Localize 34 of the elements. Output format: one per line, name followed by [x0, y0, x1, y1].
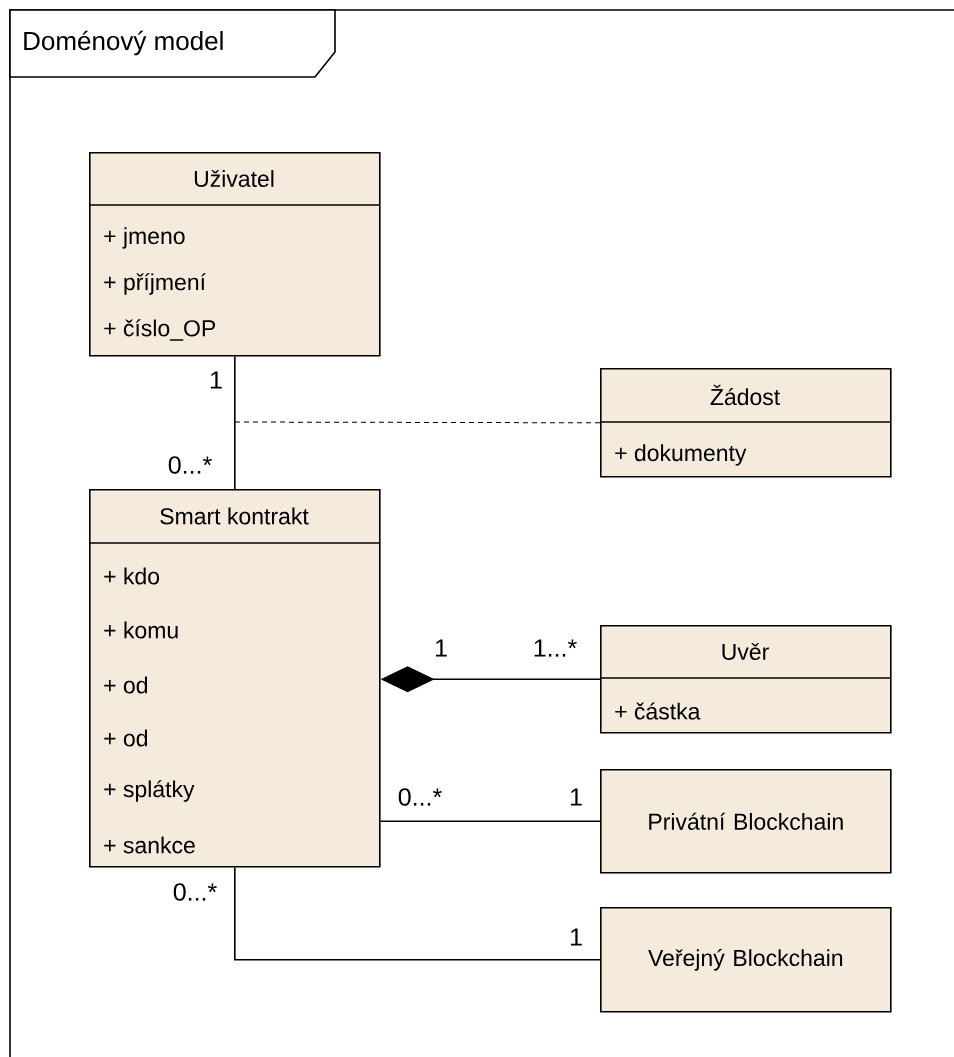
class-box: [599, 625, 892, 734]
attribute-text: + číslo_OP: [104, 319, 216, 341]
multiplicity-label: 0...*: [398, 788, 442, 806]
class-box: [88, 152, 381, 357]
class-name: Žádost: [710, 384, 780, 406]
class-name: Smart kontrakt: [160, 507, 309, 525]
attribute-text: + dokumenty: [615, 444, 747, 466]
multiplicity-label: 1: [570, 928, 582, 946]
class-name: Uživatel: [194, 170, 274, 187]
frame-title-tab: Doménový model: [9, 9, 336, 78]
attribute-text: + částka: [615, 702, 701, 720]
class-box: Privátní Blockchain: [600, 769, 892, 874]
attribute-text: + komu: [104, 621, 178, 639]
attribute-text: + příjmení: [104, 273, 206, 295]
multiplicity-label: 1: [570, 788, 582, 806]
multiplicity-label: 1: [435, 639, 447, 657]
association-class-link: [234, 421, 601, 424]
multiplicity-label: 0...*: [173, 883, 217, 901]
class-name: Uvěr: [722, 643, 769, 660]
association-line: [234, 866, 601, 961]
attribute-text: + splátky: [104, 780, 195, 802]
multiplicity-label: 1: [210, 371, 222, 389]
multiplicity-label: 1...*: [534, 639, 577, 657]
attribute-text: + od: [104, 676, 148, 694]
class-box: [88, 489, 381, 868]
attribute-text: + jmeno: [104, 227, 185, 249]
multiplicity-label: 0...*: [168, 456, 212, 474]
attribute-text: + kdo: [104, 567, 160, 585]
association-line: [379, 820, 601, 823]
class-box: Veřejný Blockchain: [600, 907, 892, 1013]
attribute-text: + od: [104, 729, 148, 747]
association-line: [234, 355, 236, 490]
class-box: [599, 368, 892, 478]
attribute-text: + sankce: [104, 836, 195, 854]
